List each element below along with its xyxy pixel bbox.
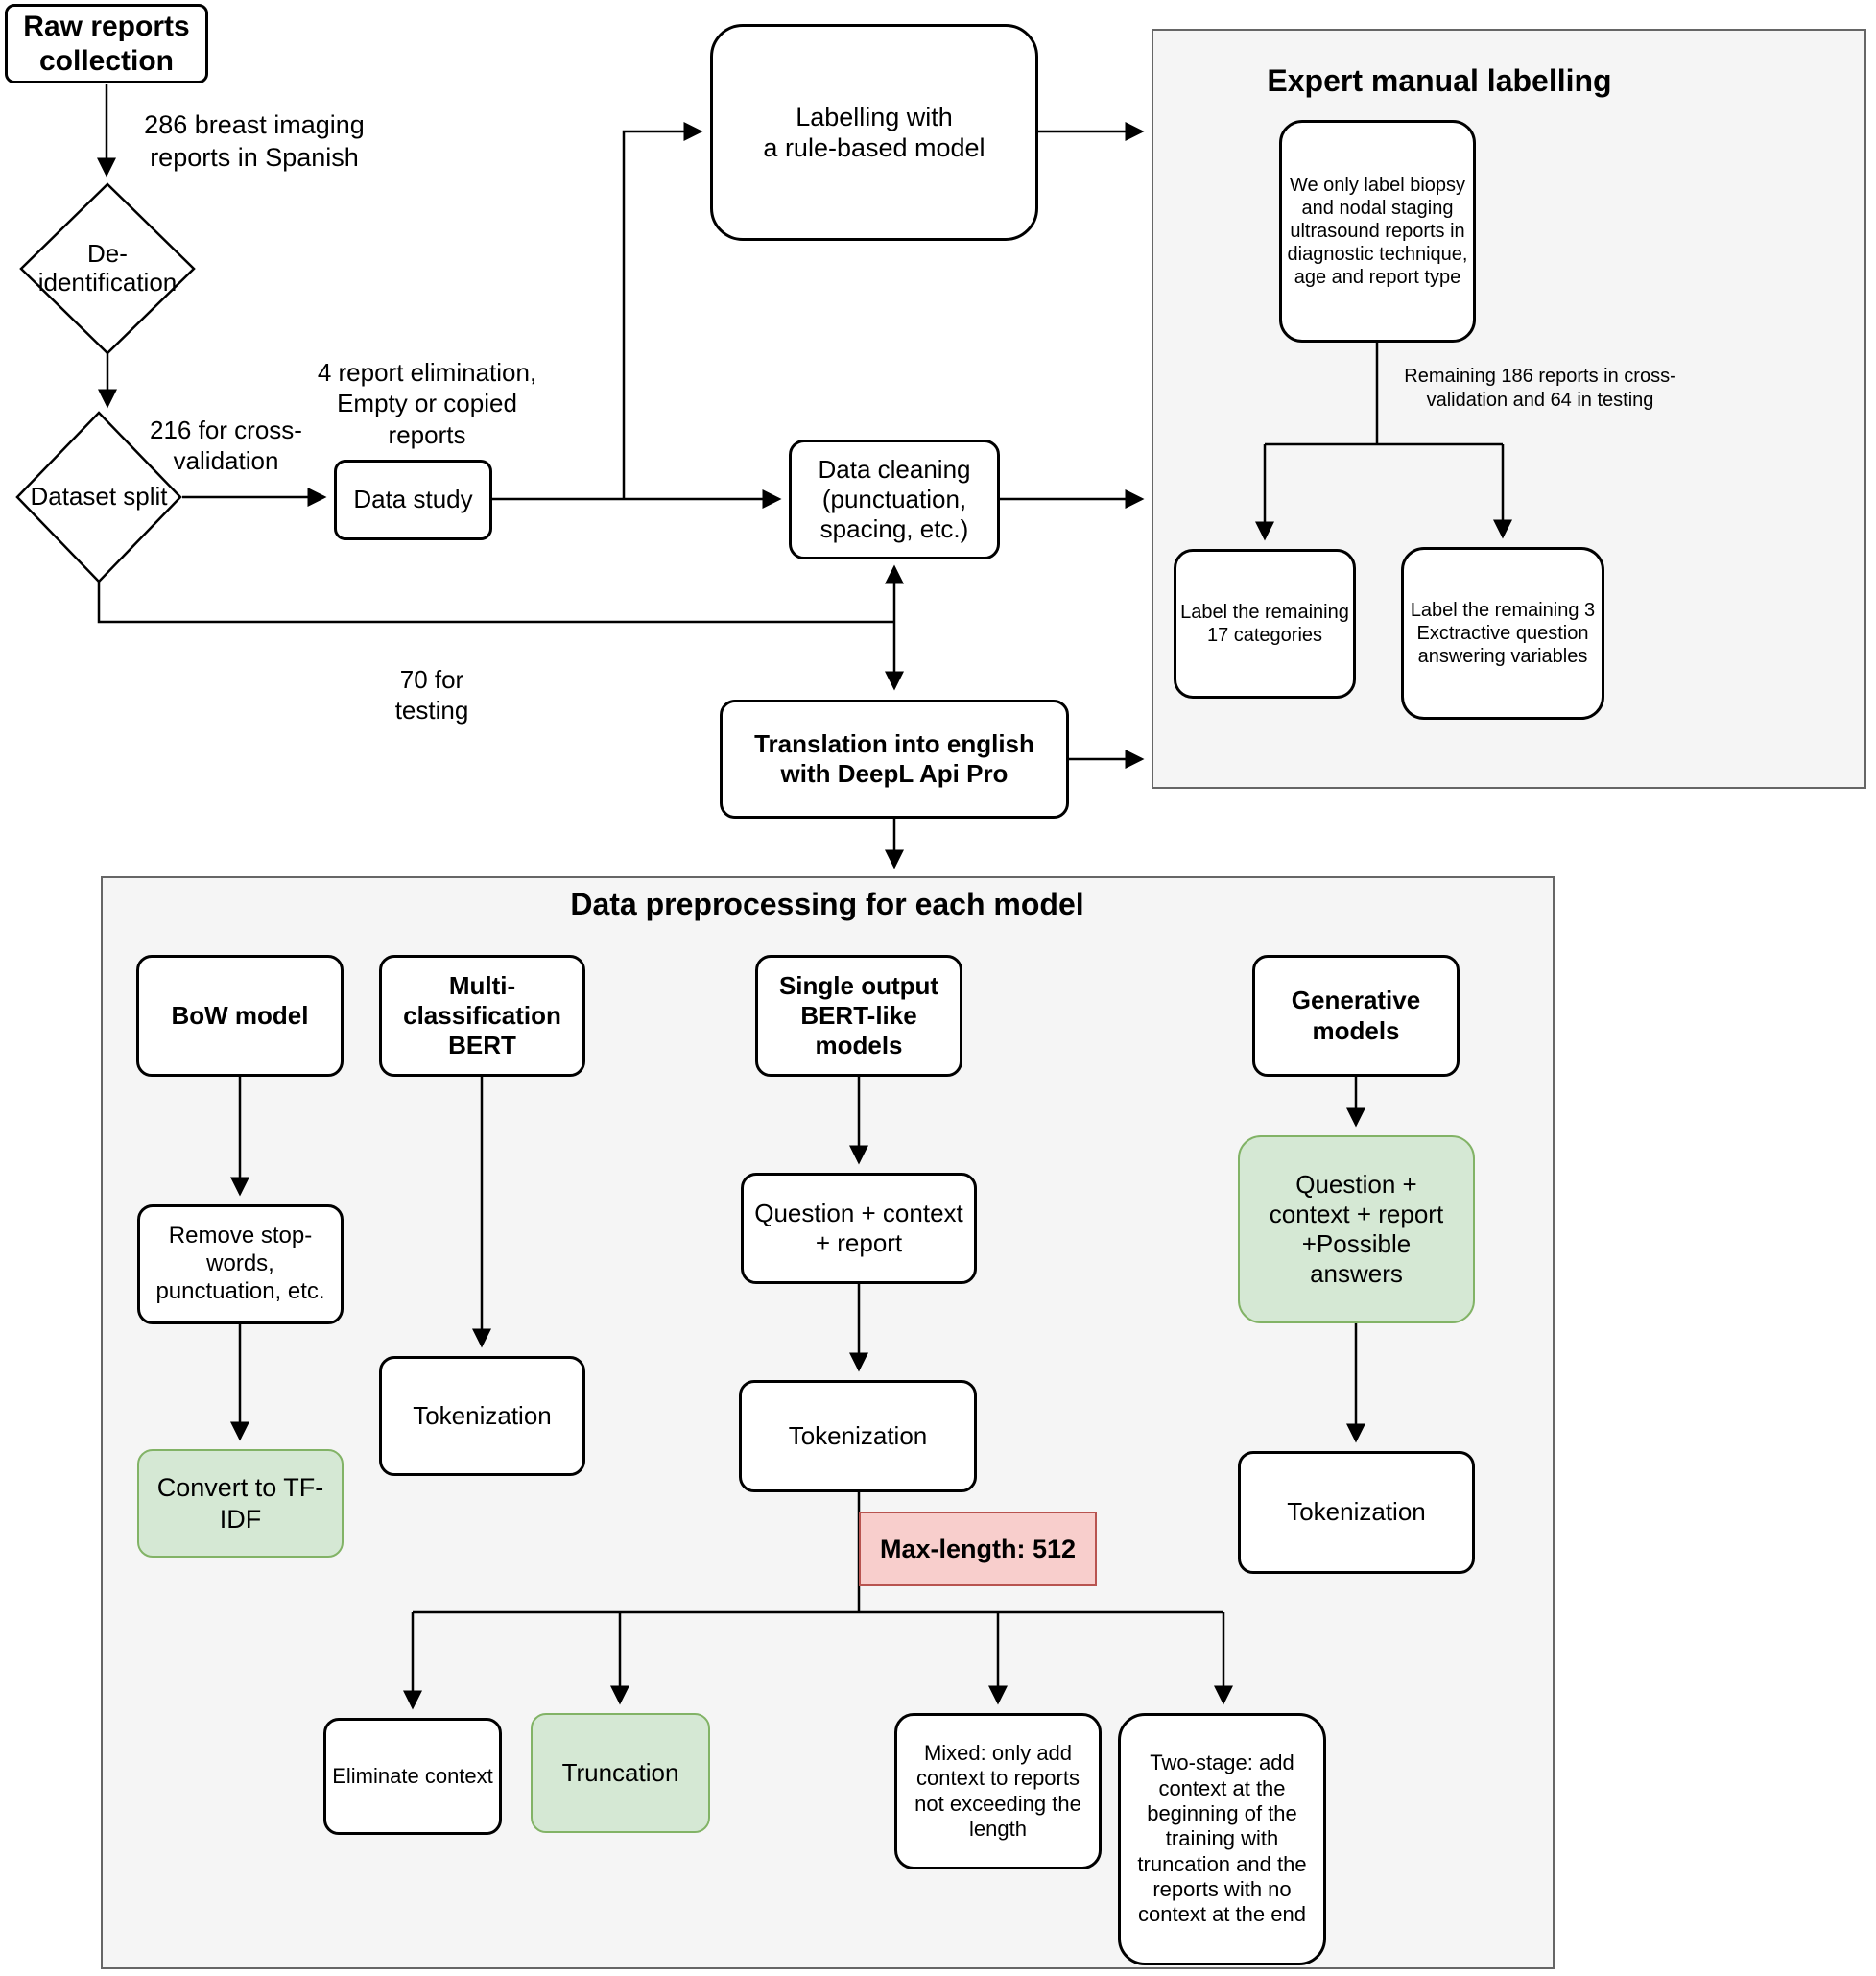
max-length-box: Max-length: 512 bbox=[859, 1512, 1097, 1586]
eliminate-context-box: Eliminate context bbox=[323, 1718, 502, 1835]
label-remaining-186: Remaining 186 reports in cross- validati… bbox=[1404, 366, 1676, 411]
two-stage-box: Two-stage: add context at the beginning … bbox=[1118, 1713, 1326, 1965]
multi-classification-bert-box: Multi- classification BERT bbox=[379, 955, 585, 1077]
single-output-bert-box: Single output BERT-like models bbox=[755, 955, 962, 1077]
preprocessing-panel-title: Data preprocessing for each model bbox=[570, 887, 1084, 921]
data-cleaning-box: Data cleaning (punctuation, spacing, etc… bbox=[789, 440, 1000, 559]
dataset-split-label: Dataset split bbox=[30, 482, 168, 512]
raw-reports-box: Raw reports collection bbox=[5, 4, 208, 83]
question-context-answers-box: Question + context + report +Possible an… bbox=[1238, 1135, 1475, 1323]
label-17-categories-box: Label the remaining 17 categories bbox=[1174, 549, 1356, 699]
label-286-reports: 286 breast imaging reports in Spanish bbox=[144, 110, 365, 172]
generative-models-box: Generative models bbox=[1252, 955, 1460, 1077]
data-study-box: Data study bbox=[334, 460, 492, 540]
convert-tfidf-box: Convert to TF- IDF bbox=[137, 1449, 344, 1558]
label-4-report-elimination: 4 report elimination, Empty or copied re… bbox=[317, 357, 537, 449]
remove-stopwords-box: Remove stop- words, punctuation, etc. bbox=[137, 1204, 344, 1324]
mixed-context-box: Mixed: only add context to reports not e… bbox=[894, 1713, 1102, 1869]
label-70-testing: 70 for testing bbox=[394, 664, 469, 726]
label-3-extractive-box: Label the remaining 3 Exctractive questi… bbox=[1401, 547, 1604, 720]
biopsy-note-box: We only label biopsy and nodal staging u… bbox=[1279, 120, 1476, 343]
tokenization-multi-box: Tokenization bbox=[379, 1356, 585, 1476]
expert-panel-title: Expert manual labelling bbox=[1267, 63, 1612, 98]
bow-model-box: BoW model bbox=[136, 955, 344, 1077]
translation-deepl-box: Translation into english with DeepL Api … bbox=[720, 700, 1069, 819]
question-context-report-box: Question + context + report bbox=[741, 1173, 977, 1284]
labelling-rule-based-box: Labelling with a rule-based model bbox=[710, 24, 1038, 241]
truncation-box: Truncation bbox=[531, 1713, 710, 1833]
tokenization-generative-box: Tokenization bbox=[1238, 1451, 1475, 1574]
label-216-crossvalidation: 216 for cross- validation bbox=[150, 415, 302, 476]
tokenization-single-box: Tokenization bbox=[739, 1380, 977, 1492]
deidentification-label: De- identification bbox=[37, 239, 178, 297]
